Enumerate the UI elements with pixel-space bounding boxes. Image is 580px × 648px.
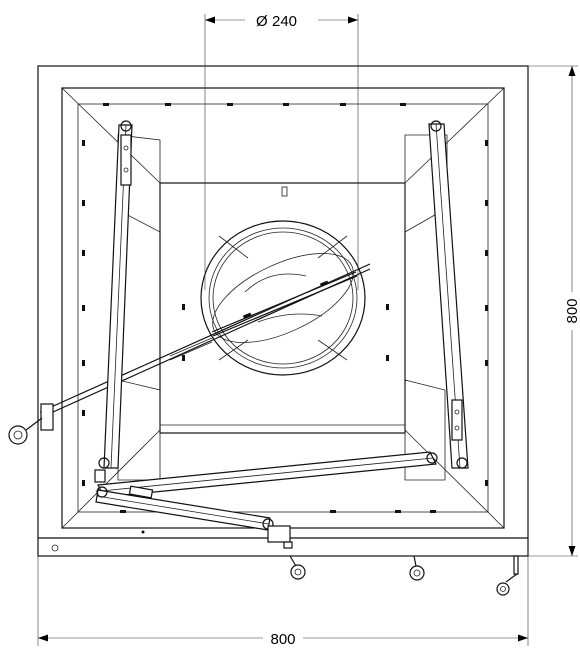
right-height-label: 800 [564,298,580,323]
bottom-handles [289,555,519,596]
round-duct [200,220,366,376]
top-diameter-label: 240 [272,13,297,30]
fixing-slots [82,103,488,534]
right-height-dimension: 800 [528,65,580,557]
diameter-symbol: Ø [256,13,268,30]
damper-rod [8,263,371,445]
top-diameter-dimension: Ø 240 [204,13,359,290]
bottom-bracket [267,525,293,549]
bottom-width-label: 800 [270,631,295,648]
bottom-width-dimension: 800 [37,556,529,648]
left-strut [98,120,133,469]
bottom-levers [94,451,438,531]
right-strut [428,120,469,469]
inner-opening [159,182,406,434]
